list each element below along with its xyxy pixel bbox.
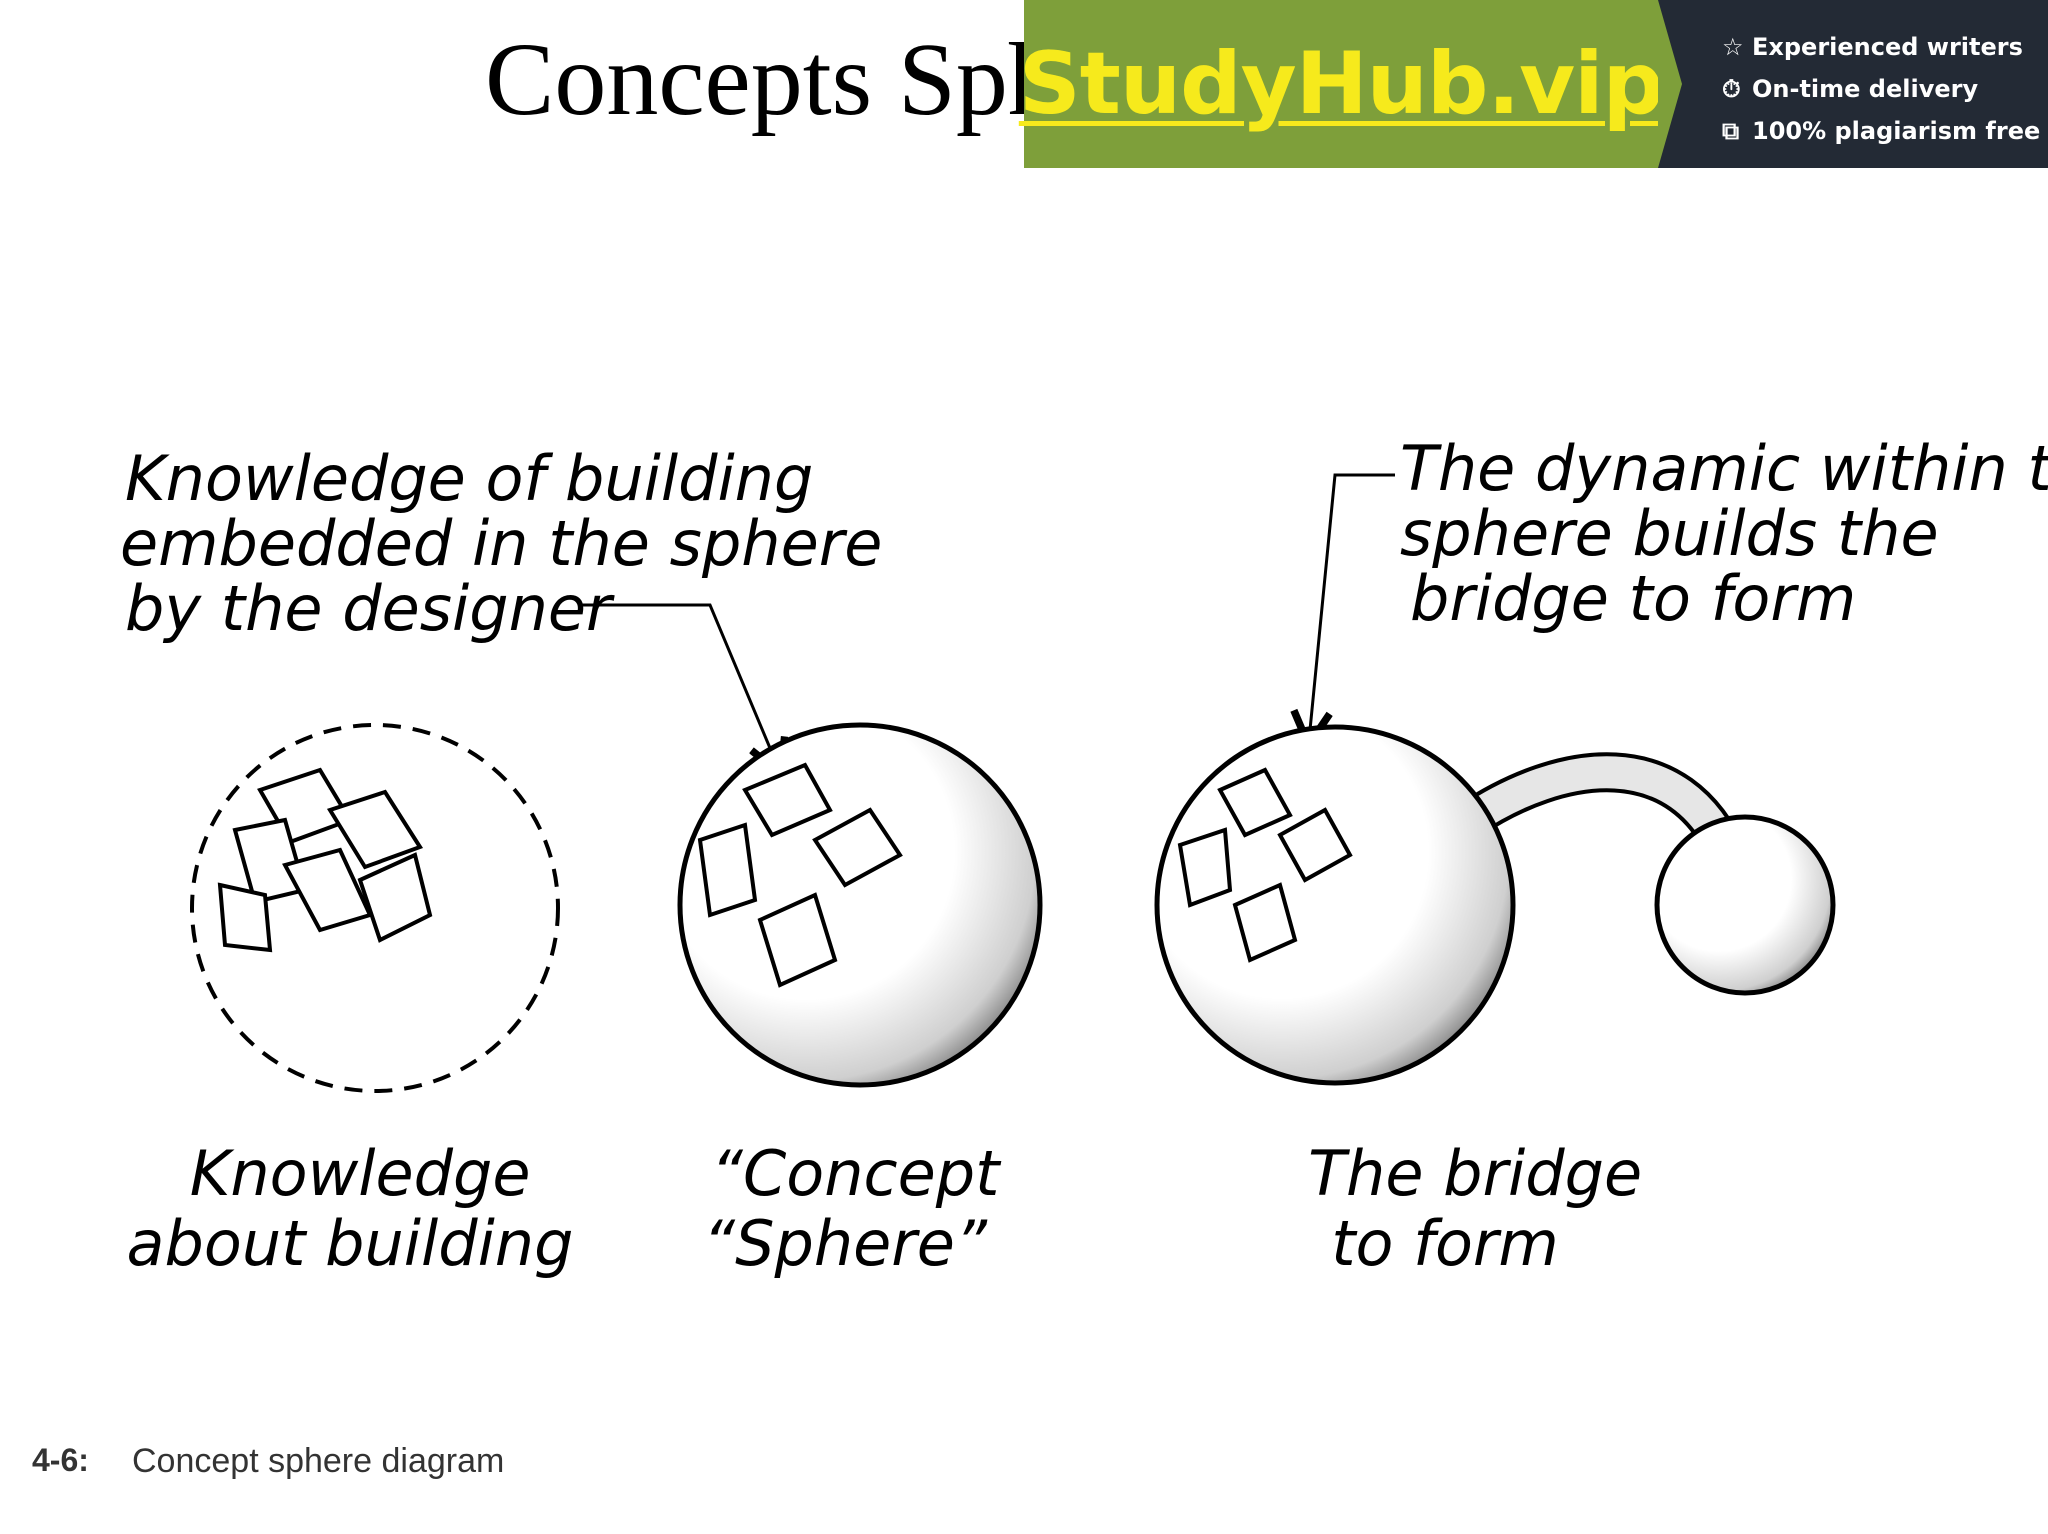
form-sphere: [1654, 814, 1836, 996]
banner-divider-arrow: [1658, 0, 1682, 168]
feature-plagiarism-free: ⧉ 100% plagiarism free: [1722, 110, 2048, 152]
brand-block[interactable]: StudyHub.vip: [1019, 0, 1664, 168]
knowledge-circle: [190, 723, 560, 1093]
bridge-sphere: [1154, 724, 1516, 1086]
label-bridge: The bridge to form: [1308, 1137, 1662, 1280]
label-knowledge: Knowledge about building: [127, 1137, 574, 1280]
feature-label: Experienced writers: [1752, 33, 2023, 61]
figure-caption: Concept sphere diagram: [132, 1442, 505, 1480]
copy-icon: ⧉: [1722, 117, 1740, 145]
feature-label: On-time delivery: [1752, 75, 1979, 103]
annotation-left: Knowledge of building embedded in the sp…: [120, 442, 902, 645]
scattered-blocks: [217, 767, 433, 953]
studyhub-banner[interactable]: StudyHub.vip ☆ Experienced writers ⏱ On-ti…: [1019, 0, 2048, 168]
slide-title: Concepts Sph: [485, 22, 1060, 137]
ordered-blocks: [697, 762, 903, 988]
banner-features: ☆ Experienced writers ⏱ On-time delivery ⧉…: [1682, 0, 2048, 168]
figure-number: 4-6:: [32, 1442, 89, 1478]
feature-label: 100% plagiarism free: [1752, 117, 2041, 145]
feature-on-time-delivery: ⏱ On-time delivery: [1722, 68, 2048, 110]
label-concept-sphere: “Concept “Sphere”: [703, 1137, 1019, 1280]
feature-experienced-writers: ☆ Experienced writers: [1722, 26, 2048, 68]
annotation-right: The dynamic within the sphere builds the…: [1400, 432, 2048, 635]
bridge-blocks: [1177, 767, 1353, 963]
clock-icon: ⏱: [1722, 75, 1741, 103]
star-icon: ☆: [1722, 33, 1744, 61]
leader-right: [1310, 473, 1395, 730]
brand-link[interactable]: StudyHub.vip: [1018, 34, 1664, 134]
leader-left: [580, 603, 775, 760]
